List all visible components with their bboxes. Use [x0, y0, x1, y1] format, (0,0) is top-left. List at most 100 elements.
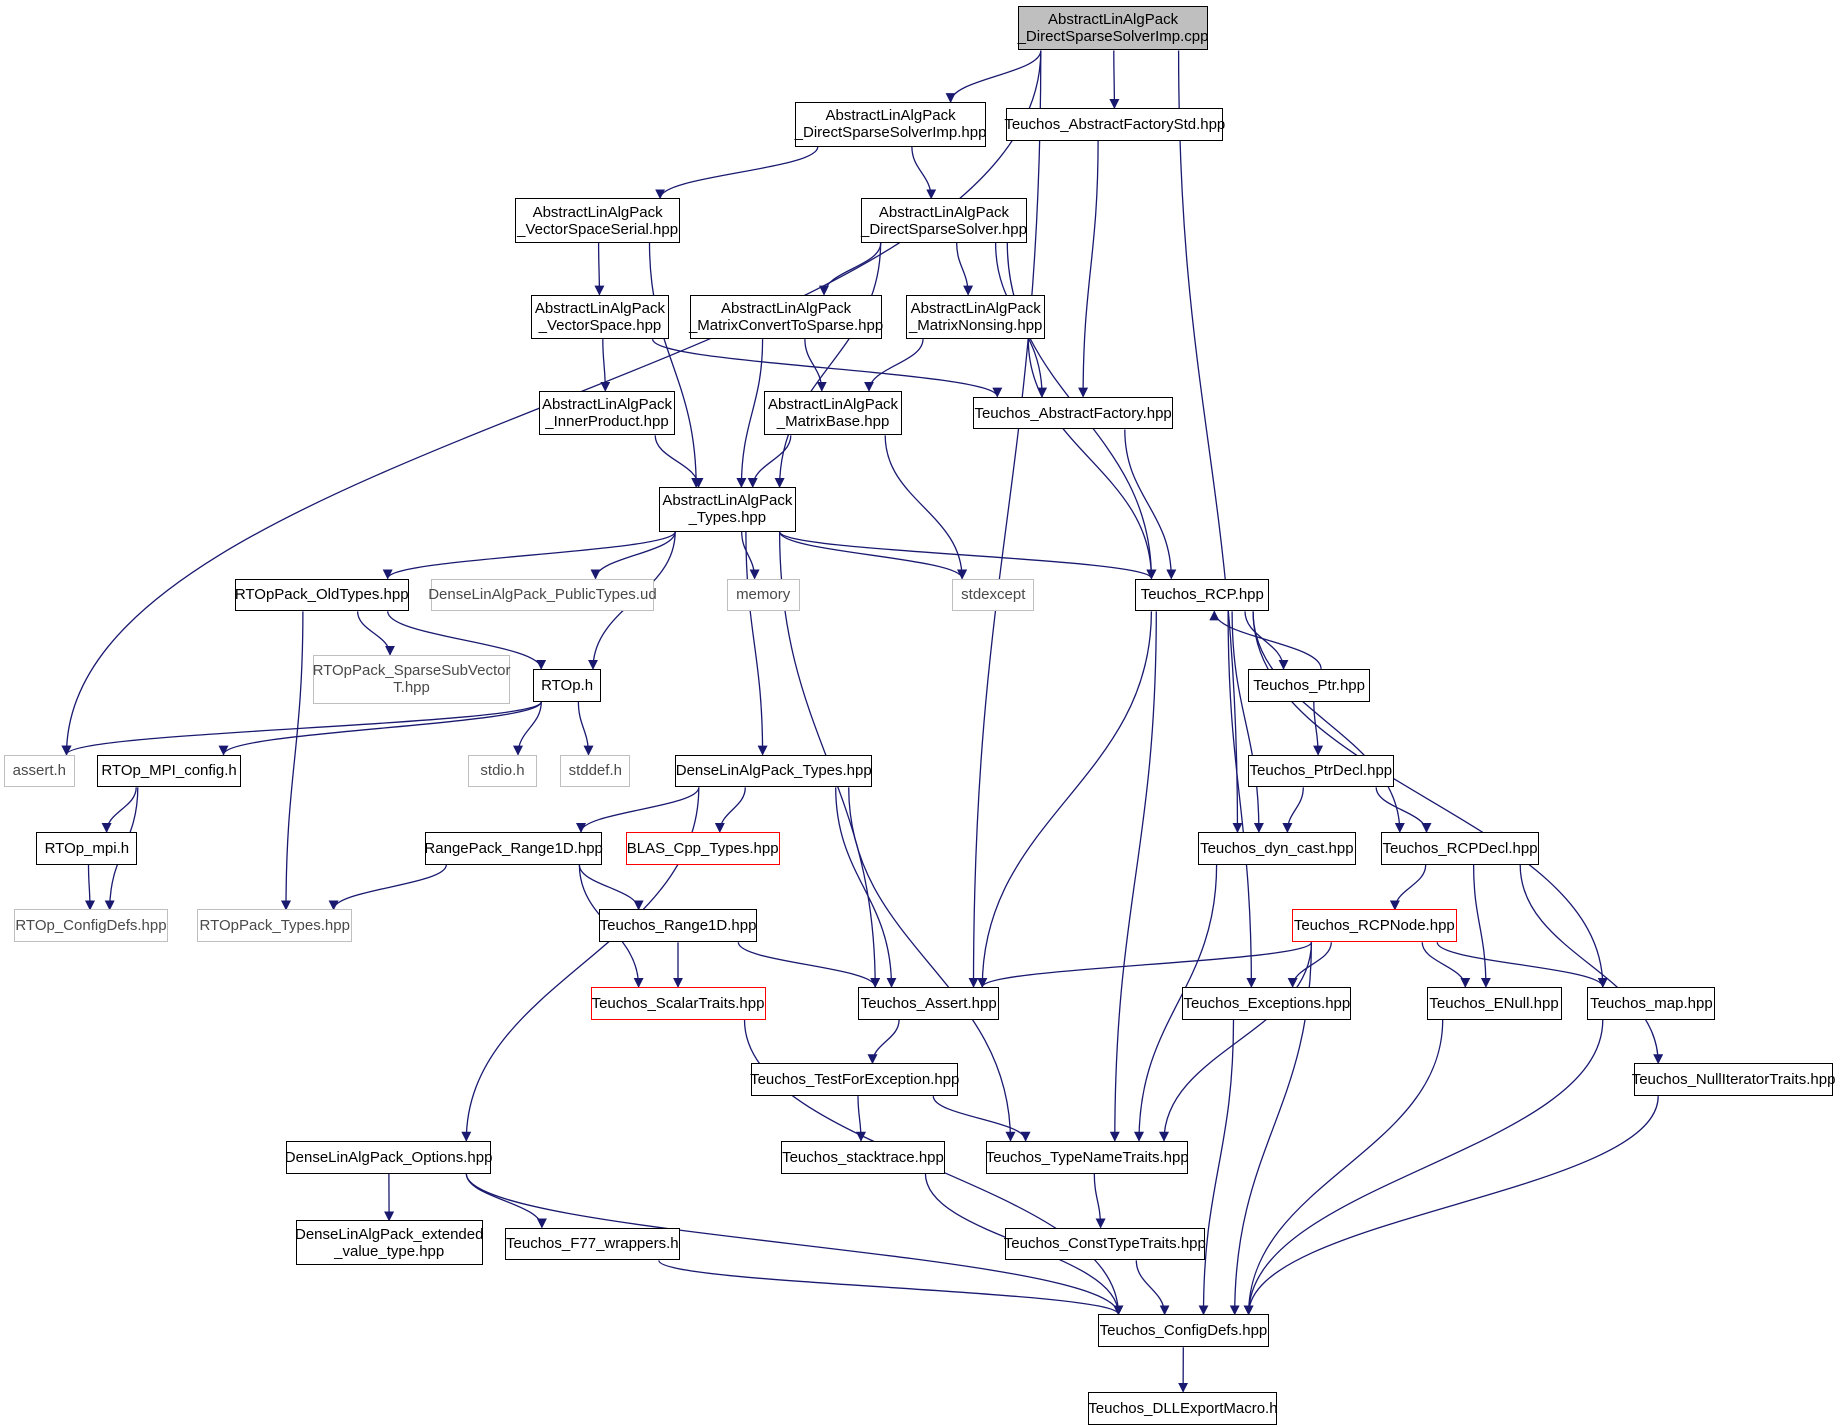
edge-vss-to-types: [648, 242, 702, 488]
node-dlaptypes[interactable]: DenseLinAlgPack_Types.hpp: [675, 754, 873, 788]
edge-oldtypes-to-rtoph: [387, 611, 547, 670]
node-mns[interactable]: AbstractLinAlgPack_MatrixNonsing.hpp: [906, 294, 1045, 340]
node-label-line: AbstractLinAlgPack: [767, 396, 899, 414]
edge-typenametraits-to-consttt: [1093, 1173, 1106, 1229]
edge-rcpnode-to-enull: [1421, 942, 1471, 988]
edge-rcp-to-dyncast: [1231, 611, 1264, 833]
node-rtoppacktypes: RTOpPack_Types.hpp: [197, 909, 353, 943]
edge-dlaptypes-to-typenametraits: [848, 787, 1016, 1142]
node-label-line: Teuchos_ScalarTraits.hpp: [591, 994, 765, 1012]
node-label-line: Teuchos_DLLExportMacro.h: [1088, 1399, 1278, 1417]
node-label-line: Teuchos_map.hpp: [1590, 994, 1713, 1012]
node-label-line: AbstractLinAlgPack: [662, 492, 793, 510]
node-label-line: _DirectSparseSolverImp.cpp: [1017, 28, 1209, 46]
node-extvt[interactable]: DenseLinAlgPack_extended_value_type.hpp: [295, 1220, 483, 1266]
node-dllexport[interactable]: Teuchos_DLLExportMacro.h: [1088, 1391, 1278, 1425]
node-nulliter[interactable]: Teuchos_NullIteratorTraits.hpp: [1632, 1063, 1835, 1097]
node-dss[interactable]: AbstractLinAlgPack_DirectSparseSolver.hp…: [860, 198, 1028, 243]
node-testforexc[interactable]: Teuchos_TestForException.hpp: [750, 1063, 960, 1097]
edge-enull-to-configdefs: [1243, 1019, 1444, 1316]
node-af[interactable]: Teuchos_AbstractFactory.hpp: [973, 396, 1173, 430]
node-rtoph[interactable]: RTOp.h: [533, 668, 602, 702]
edge-rcp-to-typenametraits: [1109, 611, 1157, 1142]
node-label-line: Teuchos_stacktrace.hpp: [782, 1148, 944, 1166]
node-label-line: AbstractLinAlgPack: [910, 299, 1041, 317]
node-range1d[interactable]: RangePack_Range1D.hpp: [424, 832, 603, 865]
node-label-line: Teuchos_Range1D.hpp: [599, 917, 757, 935]
edge-types-to-stdexcept: [778, 531, 968, 580]
edge-vs-to-af: [651, 338, 1003, 398]
node-label-line: BLAS_Cpp_Types.hpp: [626, 839, 779, 857]
node-label-line: _Types.hpp: [688, 509, 767, 527]
edge-types-to-dlaptypes: [745, 531, 768, 756]
node-afstd[interactable]: Teuchos_AbstractFactoryStd.hpp: [1004, 107, 1226, 141]
node-ip[interactable]: AbstractLinAlgPack_InnerProduct.hpp: [538, 390, 676, 436]
edge-rcpnode-to-tassert: [977, 941, 1313, 988]
edge-options-to-f77: [465, 1173, 547, 1229]
node-vs[interactable]: AbstractLinAlgPack_VectorSpace.hpp: [530, 294, 670, 340]
node-configdefs[interactable]: Teuchos_ConfigDefs.hpp: [1097, 1314, 1270, 1348]
node-mcts[interactable]: AbstractLinAlgPack_MatrixConvertToSparse…: [689, 294, 883, 340]
node-label-line: Teuchos_F77_wrappers.h: [506, 1235, 679, 1253]
node-ptr[interactable]: Teuchos_Ptr.hpp: [1248, 668, 1371, 702]
node-label-line: Teuchos_AbstractFactoryStd.hpp: [1004, 115, 1226, 133]
node-enull[interactable]: Teuchos_ENull.hpp: [1426, 986, 1562, 1020]
edge-root-to-dssimp-hpp: [945, 50, 1042, 104]
edge-vss-to-vs: [594, 242, 605, 296]
node-memory: memory: [726, 578, 800, 612]
node-blas[interactable]: BLAS_Cpp_Types.hpp: [625, 832, 780, 865]
node-dyncast[interactable]: Teuchos_dyn_cast.hpp: [1197, 832, 1357, 865]
edge-trange1d-to-tassert: [737, 942, 881, 988]
node-trange1d[interactable]: Teuchos_Range1D.hpp: [598, 909, 758, 943]
edge-mns-to-mb: [864, 339, 924, 392]
node-ptrdecl[interactable]: Teuchos_PtrDecl.hpp: [1248, 754, 1394, 788]
node-rcpnode[interactable]: Teuchos_RCPNode.hpp: [1291, 909, 1458, 943]
node-options[interactable]: DenseLinAlgPack_Options.hpp: [285, 1140, 492, 1174]
node-stddef: stddef.h: [560, 754, 631, 788]
node-root: AbstractLinAlgPack_DirectSparseSolverImp…: [1017, 5, 1209, 51]
node-mb[interactable]: AbstractLinAlgPack_MatrixBase.hpp: [764, 390, 902, 436]
edge-types-to-rcp: [778, 531, 1157, 580]
edge-afstd-to-af: [1078, 140, 1099, 398]
node-label-line: Teuchos_TestForException.hpp: [750, 1071, 960, 1089]
node-label-line: Teuchos_ENull.hpp: [1429, 994, 1559, 1012]
node-mpiconfig[interactable]: RTOp_MPI_config.h: [97, 754, 241, 788]
node-label-line: assert.h: [12, 762, 66, 780]
edge-exceptions-to-configdefs: [1198, 1019, 1235, 1316]
node-rtopmpi[interactable]: RTOp_mpi.h: [36, 832, 138, 865]
edge-rtopmpi-to-configdefs-rtop: [84, 864, 95, 911]
edge-range1d-to-rtoppacktypes: [328, 864, 447, 911]
node-oldtypes[interactable]: RTOpPack_OldTypes.hpp: [234, 578, 409, 612]
node-scalartraits[interactable]: Teuchos_ScalarTraits.hpp: [590, 986, 766, 1020]
edge-testforexc-to-stacktrace: [855, 1096, 866, 1142]
node-label-line: _DirectSparseSolverImp.hpp: [794, 124, 987, 142]
node-types[interactable]: AbstractLinAlgPack_Types.hpp: [658, 487, 797, 532]
node-rcp[interactable]: Teuchos_RCP.hpp: [1135, 578, 1270, 612]
edge-mns-to-rcp: [1027, 339, 1157, 580]
node-typenametraits[interactable]: Teuchos_TypeNameTraits.hpp: [986, 1140, 1189, 1174]
node-label-line: RangePack_Range1D.hpp: [424, 839, 603, 857]
edge-mcts-to-mb: [804, 339, 827, 392]
node-configdefs-rtop: RTOp_ConfigDefs.hpp: [14, 909, 168, 943]
edge-rtoph-to-asserth: [61, 701, 542, 756]
node-tmap[interactable]: Teuchos_map.hpp: [1587, 986, 1716, 1020]
node-stacktrace[interactable]: Teuchos_stacktrace.hpp: [780, 1140, 946, 1174]
node-dssimp-hpp[interactable]: AbstractLinAlgPack_DirectSparseSolverImp…: [795, 102, 986, 147]
node-f77[interactable]: Teuchos_F77_wrappers.h: [504, 1227, 680, 1261]
node-label-line: DenseLinAlgPack_PublicTypes.ud: [428, 586, 657, 604]
edge-nulliter-to-configdefs: [1243, 1096, 1659, 1316]
edge-ptr-to-ptrdecl: [1313, 701, 1324, 756]
node-label-line: AbstractLinAlgPack: [534, 299, 665, 317]
node-vss[interactable]: AbstractLinAlgPack_VectorSpaceSerial.hpp: [515, 198, 680, 243]
node-label-line: stdexcept: [961, 586, 1026, 604]
node-consttt[interactable]: Teuchos_ConstTypeTraits.hpp: [1004, 1227, 1206, 1261]
node-label-line: _VectorSpace.hpp: [538, 316, 662, 334]
edge-oldtypes-to-rtoppacktypes: [281, 611, 304, 911]
edge-rcpnode-to-typenametraits: [1159, 942, 1313, 1142]
node-exceptions[interactable]: Teuchos_Exceptions.hpp: [1182, 986, 1352, 1020]
node-label-line: _MatrixBase.hpp: [776, 413, 890, 431]
node-tassert[interactable]: Teuchos_Assert.hpp: [858, 986, 1000, 1020]
node-rcpdecl[interactable]: Teuchos_RCPDecl.hpp: [1380, 832, 1540, 865]
